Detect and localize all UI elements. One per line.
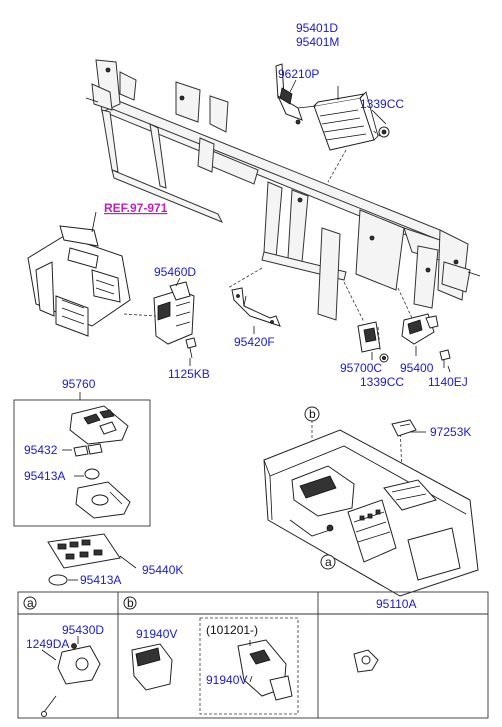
label-95760: 95760: [62, 377, 96, 391]
callout-a-letter: a: [325, 555, 332, 569]
label-95401d: 95401D: [296, 21, 338, 35]
label-97253k: 97253K: [430, 425, 471, 439]
label-96210p: 96210P: [278, 67, 319, 81]
switch-91940v-b: [237, 639, 293, 701]
label-1140ej: 1140EJ: [428, 375, 468, 389]
callout-b-letter: b: [309, 407, 316, 421]
dated-variant-box: [199, 617, 299, 715]
nut-1339cc-lower: [379, 353, 389, 363]
key-fob-back-95760: [75, 481, 131, 519]
callout-a-circle: [320, 554, 336, 570]
label-ref-97-971[interactable]: REF.97-971: [104, 201, 168, 215]
cowl-cross-bar: [85, 59, 481, 321]
switch-95430d: [57, 643, 101, 685]
switch-91940v-a: [131, 643, 173, 691]
table-header-b-circle: [123, 596, 137, 610]
buttons-95432: [62, 443, 103, 457]
label-1339cc-lower: 1339CC: [360, 375, 404, 389]
label-95700c: 95700C: [340, 361, 382, 375]
label-95430d: 95430D: [62, 623, 104, 637]
module-95700c: [357, 321, 381, 353]
bracket-95420f: [231, 287, 281, 327]
bolt-1125kb: [185, 337, 197, 359]
nut-1339cc-top: [378, 126, 390, 138]
smart-key-95440k: [47, 533, 137, 569]
key-fob-95760: [69, 405, 129, 445]
antenna-96210p: [275, 63, 317, 125]
label-95432: 95432: [24, 443, 58, 457]
instrument-panel: [263, 429, 479, 597]
label-91940v-a: 91940V: [136, 627, 177, 641]
table-header-a-circle: [23, 596, 37, 610]
label-date-note: (101201-): [206, 623, 258, 637]
parts-table: [17, 591, 489, 719]
bolt-1140ej: [439, 349, 451, 368]
screw-1249da: [41, 695, 57, 717]
table-header-a: a: [27, 596, 34, 610]
label-1249da: 1249DA: [26, 637, 69, 651]
sensor-97253k: [391, 419, 417, 437]
callout-b-circle: [304, 406, 320, 422]
label-1125kb: 1125KB: [168, 367, 210, 381]
table-header-95110a: 95110A: [376, 597, 416, 611]
label-95413a-top: 95413A: [24, 469, 65, 483]
heater-unit-ref: [27, 225, 131, 337]
label-95460d: 95460D: [154, 265, 196, 279]
smart-key-module-95401: [313, 91, 379, 151]
label-95400: 95400: [400, 361, 434, 375]
battery-95413a-top: [74, 468, 100, 480]
table-header-b: b: [127, 596, 134, 610]
battery-95413a-bottom: [48, 574, 78, 586]
label-1339cc-top: 1339CC: [360, 97, 404, 111]
key-fob-group-box: [13, 399, 151, 527]
label-95413a-bottom: 95413A: [80, 573, 121, 587]
module-95400: [401, 313, 439, 345]
label-91940v-b: 91940V: [206, 673, 247, 687]
label-95440k: 95440K: [142, 563, 183, 577]
label-95401m: 95401M: [296, 35, 339, 49]
socket-95110a: [353, 649, 379, 673]
module-95460d: [153, 281, 195, 345]
label-95420f: 95420F: [234, 335, 275, 349]
